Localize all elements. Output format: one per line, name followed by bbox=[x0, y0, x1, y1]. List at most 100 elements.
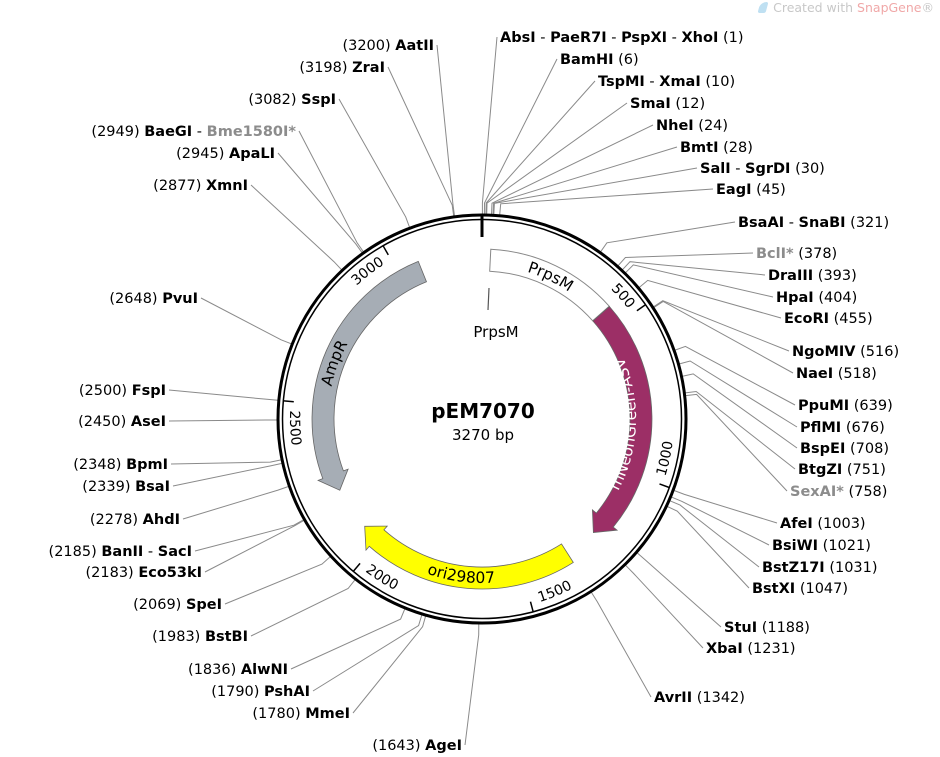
enzyme-name: HpaI bbox=[776, 290, 814, 306]
site-label[interactable]: BsiWI (1021) bbox=[772, 538, 871, 554]
site-label[interactable]: (2945) ApaLI bbox=[176, 146, 275, 162]
site-label[interactable]: NaeI (518) bbox=[796, 366, 877, 382]
site-label[interactable]: (2877) XmnI bbox=[153, 178, 248, 194]
enzyme-name: PaeR7I bbox=[550, 30, 607, 46]
site-label[interactable]: BstZ17I (1031) bbox=[762, 560, 878, 576]
enzyme-name: BclI* bbox=[756, 246, 794, 262]
site-label[interactable]: (1790) PshAI bbox=[211, 684, 310, 700]
promoter-marker-label: PrpsM bbox=[473, 323, 518, 341]
site-label[interactable]: (2339) BsaI bbox=[82, 479, 170, 495]
site-label[interactable]: (1780) MmeI bbox=[252, 706, 350, 722]
site-leader-line bbox=[653, 300, 790, 352]
site-label[interactable]: (2450) AseI bbox=[78, 414, 166, 430]
site-position: (30) bbox=[795, 161, 825, 177]
site-label[interactable]: EcoRI (455) bbox=[784, 311, 873, 327]
site-leader-line bbox=[352, 615, 427, 714]
site-label[interactable]: AbsI - PaeR7I - PspXI - XhoI (1) bbox=[500, 30, 744, 46]
site-position: (2450) bbox=[78, 414, 126, 430]
site-label[interactable]: (3198) ZraI bbox=[299, 60, 385, 76]
site-label[interactable]: (1643) AgeI bbox=[372, 738, 462, 754]
site-label[interactable]: (2949) BaeGI - Bme1580I* bbox=[91, 124, 296, 140]
site-label[interactable]: (2348) BpmI bbox=[73, 457, 168, 473]
tick-label-text: 2500 bbox=[286, 410, 304, 446]
site-label[interactable]: (1836) AlwNI bbox=[188, 662, 288, 678]
site-position: (1231) bbox=[747, 641, 795, 657]
site-separator: - bbox=[607, 30, 621, 46]
site-label[interactable]: NheI (24) bbox=[656, 118, 728, 134]
site-leader-line bbox=[499, 188, 714, 215]
tick-label: 1500 bbox=[536, 578, 575, 606]
site-position: (2183) bbox=[85, 565, 133, 581]
site-label[interactable]: (2648) PvuI bbox=[109, 291, 198, 307]
site-leader-line bbox=[671, 496, 770, 546]
site-position: (3200) bbox=[342, 38, 390, 54]
site-label[interactable]: BmtI (28) bbox=[680, 140, 753, 156]
enzyme-name: PshAI bbox=[264, 684, 310, 700]
site-label[interactable]: SalI - SgrDI (30) bbox=[700, 161, 825, 177]
site-separator: - bbox=[667, 30, 681, 46]
enzyme-name: PvuI bbox=[162, 291, 198, 307]
tick-mark bbox=[283, 400, 294, 403]
site-position: (2348) bbox=[73, 457, 121, 473]
site-label[interactable]: DraIII (393) bbox=[768, 268, 857, 284]
enzyme-name: MmeI bbox=[305, 706, 350, 722]
site-label[interactable]: AfeI (1003) bbox=[780, 516, 866, 532]
feature-prpsm[interactable]: PrpsM bbox=[489, 248, 610, 322]
site-position: (516) bbox=[860, 344, 899, 360]
site-label[interactable]: (3200) AatII bbox=[342, 38, 434, 54]
site-position: (2069) bbox=[133, 597, 181, 613]
snapgene-watermark: Created with SnapGene® bbox=[757, 0, 935, 15]
site-label[interactable]: EagI (45) bbox=[716, 182, 786, 198]
site-position: (758) bbox=[848, 484, 887, 500]
site-leader-line bbox=[685, 390, 796, 470]
site-label[interactable]: (1983) BstBI bbox=[152, 629, 248, 645]
site-label[interactable]: SexAI* (758) bbox=[790, 484, 887, 500]
site-label[interactable]: HpaI (404) bbox=[776, 290, 857, 306]
site-leader-line bbox=[277, 152, 363, 253]
site-position: (2949) bbox=[91, 124, 139, 140]
site-leader-line bbox=[312, 614, 423, 692]
site-label[interactable]: NgoMIV (516) bbox=[792, 344, 899, 360]
site-label[interactable]: SmaI (12) bbox=[630, 96, 705, 112]
enzyme-name: Bme1580I* bbox=[207, 124, 297, 140]
site-position: (1) bbox=[723, 30, 744, 46]
site-label[interactable]: BclI* (378) bbox=[756, 246, 837, 262]
site-label[interactable]: PpuMI (639) bbox=[798, 398, 893, 414]
feature-mneongreen-asv[interactable]: mNeonGreen-ASV bbox=[591, 305, 653, 533]
site-label[interactable]: (2278) AhdI bbox=[90, 512, 180, 528]
site-position: (2500) bbox=[79, 383, 127, 399]
site-label[interactable]: AvrII (1342) bbox=[654, 690, 745, 706]
site-label[interactable]: (2069) SpeI bbox=[133, 597, 222, 613]
site-label[interactable]: BtgZI (751) bbox=[798, 462, 886, 478]
site-label[interactable]: BamHI (6) bbox=[560, 52, 639, 68]
site-label[interactable]: (3082) SspI bbox=[248, 92, 336, 108]
site-label[interactable]: PflMI (676) bbox=[800, 420, 885, 436]
enzyme-name: NheI bbox=[656, 118, 694, 134]
site-leader-line bbox=[682, 373, 798, 449]
site-position: (455) bbox=[834, 311, 873, 327]
site-leader-line bbox=[685, 393, 788, 492]
site-leader-line bbox=[617, 252, 754, 267]
enzyme-name: ApaLI bbox=[229, 146, 275, 162]
enzyme-name: BstZ17I bbox=[762, 560, 825, 576]
site-label[interactable]: (2183) Eco53kI bbox=[85, 565, 202, 581]
watermark-suffix: ® bbox=[921, 0, 935, 15]
site-label[interactable]: XbaI (1231) bbox=[706, 641, 796, 657]
site-leader-line bbox=[673, 490, 778, 524]
site-leader-line bbox=[493, 167, 698, 215]
enzyme-name: AvrII bbox=[654, 690, 692, 706]
feature-ampr[interactable]: AmpR bbox=[311, 260, 428, 491]
enzyme-name: StuI bbox=[724, 620, 757, 636]
site-label[interactable]: StuI (1188) bbox=[724, 620, 810, 636]
site-label[interactable]: BstXI (1047) bbox=[752, 581, 848, 597]
site-separator: - bbox=[645, 74, 659, 90]
site-label[interactable]: BspEI (708) bbox=[800, 441, 889, 457]
site-leader-line bbox=[170, 459, 282, 465]
enzyme-name: SacI bbox=[158, 544, 192, 560]
site-label[interactable]: (2500) FspI bbox=[79, 383, 166, 399]
site-leader-line bbox=[667, 506, 750, 589]
site-label[interactable]: (2185) BanII - SacI bbox=[49, 544, 192, 560]
site-label[interactable]: TspMI - XmaI (10) bbox=[598, 74, 735, 90]
site-label[interactable]: BsaAI - SnaBI (321) bbox=[738, 215, 889, 231]
site-position: (2339) bbox=[82, 479, 130, 495]
